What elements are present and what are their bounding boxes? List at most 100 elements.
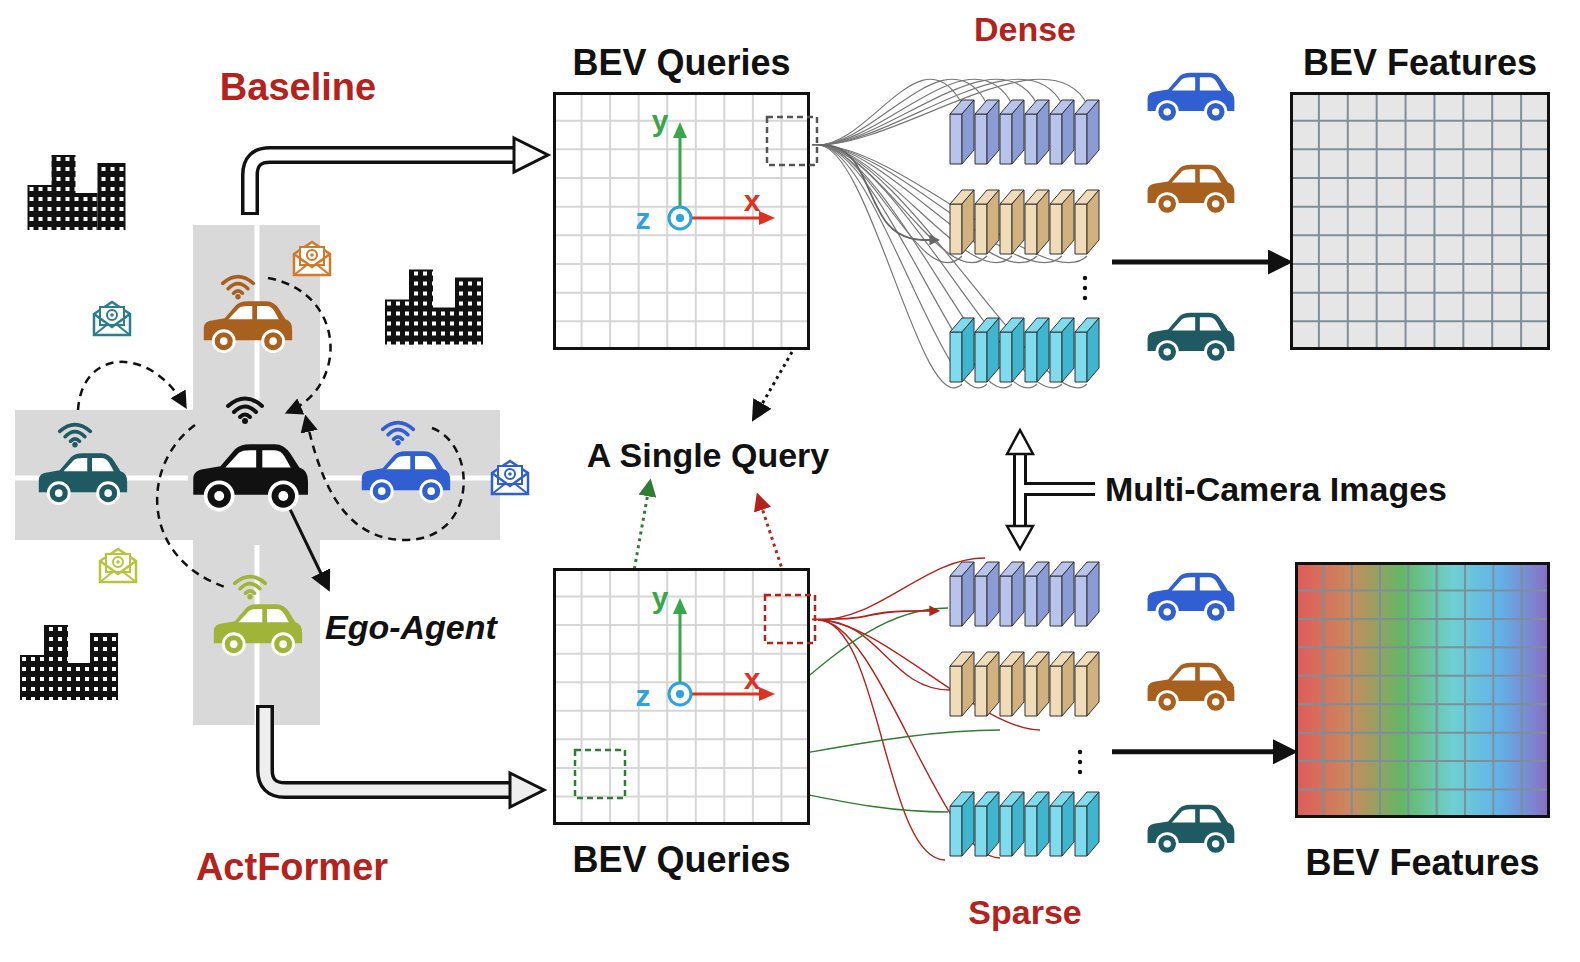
feature-grid: BEV Features [1295, 562, 1550, 818]
node-heading: BEV Features [1305, 842, 1539, 884]
drawing-use [100, 549, 136, 582]
drawing-line [1295, 675, 1550, 677]
drawing-path [250, 155, 518, 215]
drawing-polygon [1007, 526, 1033, 549]
drawing-line [723, 92, 725, 350]
drawing-line [581, 92, 583, 350]
drawing-line [609, 92, 611, 350]
query-grid: BEV Queries [553, 92, 810, 350]
drawing-polygon [962, 318, 974, 382]
drawing-circle [669, 207, 691, 229]
drawing-use [1148, 573, 1235, 622]
drawing-g [950, 100, 1099, 856]
drawing-line [1520, 92, 1522, 350]
text-label: ActFormer [196, 847, 388, 889]
drawing-polygon [1087, 652, 1099, 716]
node-heading: Dense [974, 10, 1076, 49]
drawing-use [235, 577, 266, 600]
drawing-path [250, 155, 520, 212]
drawing-polygon [1000, 806, 1012, 856]
drawing-polygon [1025, 576, 1037, 626]
drawing-line [553, 234, 810, 236]
drawing-polygon [1025, 204, 1037, 254]
drawing-line [1295, 760, 1550, 762]
drawing-rect [1297, 564, 1549, 817]
drawing-polygon [987, 652, 999, 716]
drawing-polygon [1075, 666, 1087, 716]
node-heading: BEV Queries [572, 839, 790, 881]
drawing-rect [553, 92, 810, 350]
drawing-rect [15, 410, 500, 540]
drawing-line [1295, 646, 1550, 648]
drawing-use [362, 451, 450, 501]
drawing-line [679, 612, 682, 682]
drawing-circle [1083, 276, 1087, 280]
drawing-path [306, 418, 464, 540]
drawing-line [609, 568, 611, 825]
drawing-polygon [950, 806, 962, 856]
drawing-line [1351, 562, 1353, 818]
drawing-polygon [1012, 652, 1024, 716]
drawing-circle [1078, 750, 1082, 754]
text-label: A Single Query [587, 437, 829, 474]
drawing-line [1436, 562, 1438, 818]
drawing-polygon [987, 100, 999, 164]
drawing-rect [765, 595, 815, 643]
node-heading: BEV Features [1303, 42, 1537, 84]
drawing-polygon [1012, 100, 1024, 164]
drawing-polygon [1050, 666, 1062, 716]
drawing-rect [555, 570, 809, 824]
drawing-line [1405, 92, 1407, 350]
drawing-use [214, 604, 302, 654]
drawing-polygon [510, 773, 544, 807]
drawing-polygon [1075, 114, 1087, 164]
drawing-polygon [1037, 792, 1049, 856]
drawing-polygon [1062, 792, 1074, 856]
drawing-use [20, 625, 118, 700]
drawing-line [752, 568, 754, 825]
drawing-polygon [1000, 114, 1012, 164]
axis-label: y [652, 104, 669, 137]
drawing-polygon [514, 138, 548, 172]
drawing-path [818, 620, 950, 690]
drawing-line [1491, 92, 1493, 350]
axis-label: z [636, 679, 651, 712]
drawing-line [1295, 618, 1550, 620]
drawing-polygon [1062, 562, 1074, 626]
drawing-line [1492, 562, 1494, 818]
drawing-polygon [1037, 190, 1049, 254]
drawing-polygon [987, 792, 999, 856]
drawing-polygon [950, 332, 962, 382]
drawing-path [818, 145, 1062, 388]
drawing-use [28, 155, 126, 230]
axis-label: y [652, 581, 669, 614]
drawing-line [1433, 92, 1435, 350]
drawing-line [1290, 292, 1550, 294]
drawing-path [818, 145, 962, 388]
drawing-line [1290, 120, 1550, 122]
drawing-line [1379, 562, 1381, 818]
drawing-path [818, 145, 987, 388]
drawing-line [1290, 206, 1550, 208]
drawing-polygon [950, 666, 962, 716]
drawing-line [695, 568, 697, 825]
axis-label: z [636, 202, 651, 235]
drawing-line [553, 596, 810, 598]
drawing-path [818, 620, 1040, 730]
drawing-path [818, 145, 1012, 388]
drawing-line [553, 767, 810, 769]
drawing-polygon [975, 806, 987, 856]
drawing-polygon [1062, 100, 1074, 164]
drawing-use [228, 399, 262, 425]
drawing-polygon [975, 332, 987, 382]
drawing-polygon [1075, 332, 1087, 382]
drawing-polygon [1025, 114, 1037, 164]
drawing-line [1322, 562, 1324, 818]
drawing-use [223, 277, 254, 300]
drawing-path [265, 708, 514, 790]
drawing-polygon [1025, 806, 1037, 856]
drawing-polygon [1062, 190, 1074, 254]
drawing-polygon [975, 114, 987, 164]
drawing-polygon [673, 598, 687, 614]
drawing-line [553, 120, 810, 122]
